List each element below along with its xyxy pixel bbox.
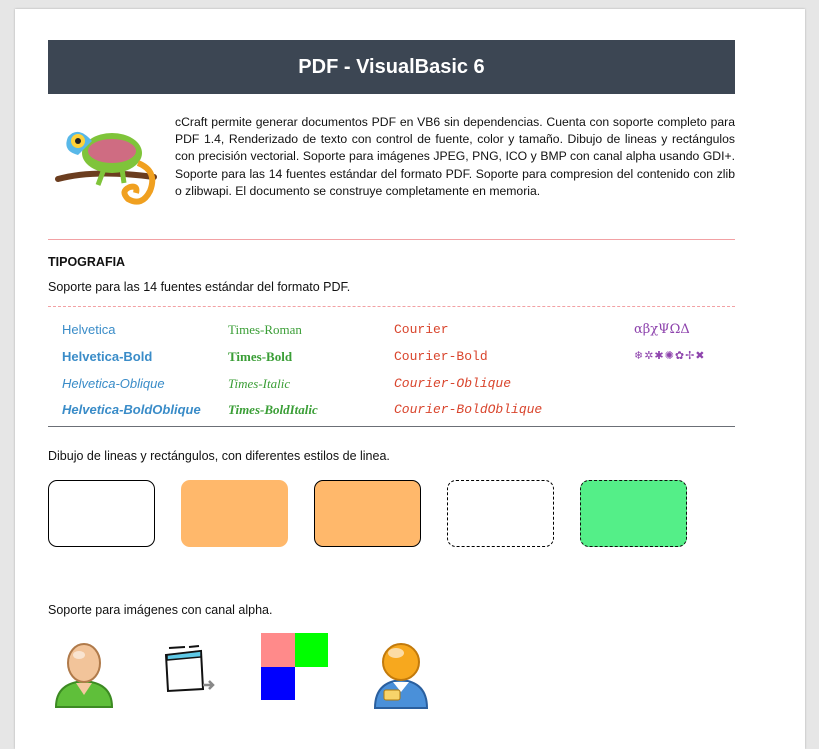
font-row: Helvetica-BoldOblique Times-BoldItalic C… (62, 402, 742, 422)
window-resize-icon (164, 645, 215, 693)
dashed-divider (48, 306, 735, 307)
rectangle-filled-green-dashed (580, 480, 687, 547)
typography-subtitle: Soporte para las 14 fuentes estándar del… (48, 280, 351, 294)
rectangle-filled-orange (181, 480, 288, 547)
lines-caption: Dibujo de lineas y rectángulos, con dife… (48, 449, 390, 463)
color-squares-icon (261, 633, 328, 700)
font-sample-courier-bold: Courier-Bold (394, 349, 488, 364)
font-sample-times-bold: Times-Bold (228, 349, 293, 364)
font-sample-times: Times-Roman (228, 322, 302, 337)
typography-bottom-rule (48, 426, 735, 427)
font-row: Helvetica-Bold Times-Bold Courier-Bold ❄… (62, 349, 742, 369)
rectangle-dashed-outline (447, 480, 554, 547)
pdf-page (15, 9, 805, 749)
font-sample-times-italic: Times-Italic (228, 376, 291, 391)
font-sample-courier-boldoblique: Courier-BoldOblique (394, 402, 543, 417)
font-sample-courier: Courier (394, 322, 449, 337)
font-sample-helvetica-bold: Helvetica-Bold (62, 349, 153, 364)
section-divider (48, 239, 735, 240)
font-sample-helvetica-oblique: Helvetica-Oblique (62, 376, 165, 391)
font-sample-helvetica: Helvetica (62, 322, 116, 337)
font-sample-courier-oblique: Courier-Oblique (394, 376, 512, 391)
page-title-banner: PDF - VisualBasic 6 (48, 40, 735, 94)
page-title: PDF - VisualBasic 6 (298, 55, 485, 78)
user-orange-icon (373, 643, 429, 709)
chameleon-logo-icon (55, 131, 157, 205)
typography-title: TIPOGRAFIA (48, 255, 126, 269)
font-row: Helvetica-Oblique Times-Italic Courier-O… (62, 376, 742, 396)
font-sample-helvetica-boldoblique: Helvetica-BoldOblique (62, 402, 201, 417)
font-sample-times-bolditalic: Times-BoldItalic (228, 402, 318, 417)
intro-paragraph: cCraft permite generar documentos PDF en… (175, 115, 735, 198)
font-sample-symbol: αβχΨΩΔ (634, 322, 690, 337)
rectangle-solid-outline (48, 480, 155, 547)
rectangle-filled-orange-outlined (314, 480, 421, 547)
images-caption: Soporte para imágenes con canal alpha. (48, 603, 273, 617)
font-sample-dingbats: ❄✲✱✺✿✢✖ (634, 349, 706, 362)
user-green-icon (54, 643, 114, 708)
font-row: Helvetica Times-Roman Courier αβχΨΩΔ (62, 322, 742, 342)
